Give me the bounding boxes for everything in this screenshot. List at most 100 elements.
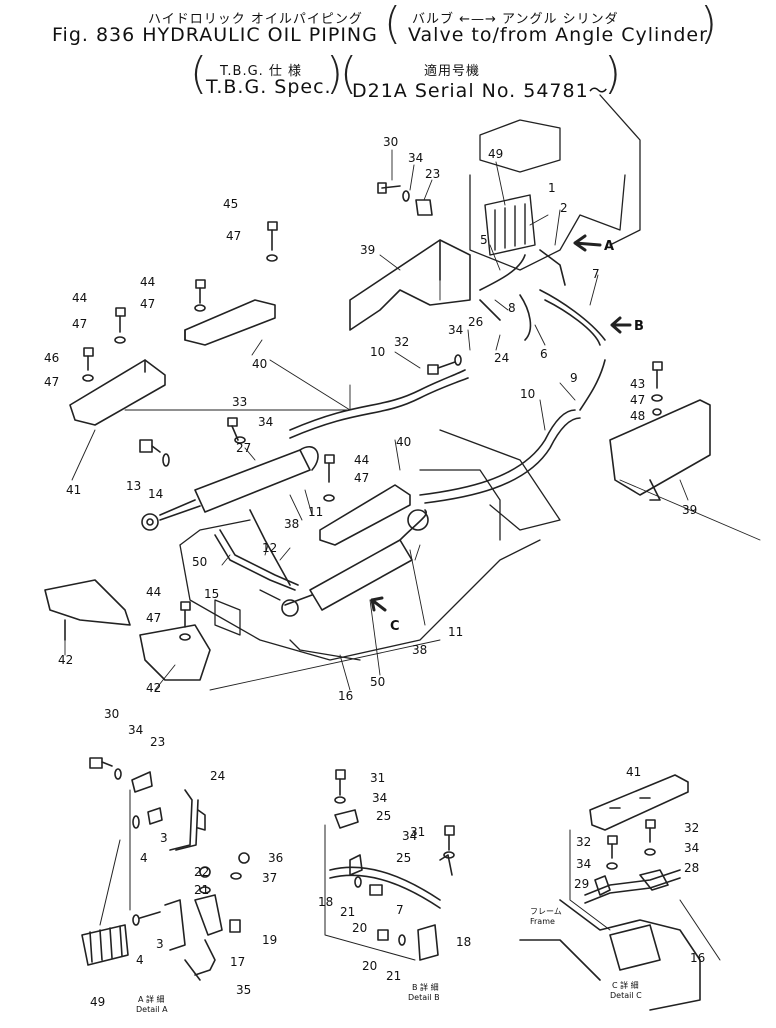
callout: 50 [370,675,385,689]
callout: 4 [140,851,148,865]
callout: 34 [128,723,143,737]
callout: 38 [412,643,427,657]
serial-japanese: 適用号機 [424,64,481,79]
arrow-c [370,596,387,612]
bracket-close: ) [700,0,718,49]
callout: 5 [480,233,488,247]
serial-range: D21A Serial No. 54781～ [352,80,609,102]
callout: 24 [494,351,509,365]
callout: 21 [194,883,209,897]
callout: 9 [570,371,578,385]
bracket-open: ( [190,48,208,99]
callout: 43 [630,377,645,391]
callout: 47 [140,297,155,311]
callout: 28 [684,861,699,875]
guard-40 [184,299,276,346]
callout: 15 [204,587,219,601]
bolt-43 [651,361,663,416]
detail-a-drawing [81,757,250,981]
bracket-open: ( [384,0,402,49]
view-label-b: B [634,319,644,334]
hose-10-right [419,409,576,496]
callout: 47 [226,229,241,243]
callout: 31 [410,825,425,839]
callout: 44 [146,585,161,599]
hose-10 [289,369,466,431]
callout: 39 [360,243,375,257]
arrow-b [610,316,632,334]
bracket-close: ) [326,48,344,99]
bracket-42 [44,579,131,626]
callout: 34 [372,791,387,805]
callout: 11 [308,505,323,519]
frame-outline [179,94,641,661]
callout-group-main: 30 34 23 49 1 2 5 7 39 8 45 47 44 47 44 … [44,135,697,703]
bolt-44c [323,454,335,502]
angle-cylinder-lower [281,509,429,617]
callout: 24 [210,769,225,783]
callout: 11 [448,625,463,639]
clamp-23 [415,199,433,216]
callout-group-detail-a: 30 34 23 24 3 4 22 21 36 37 19 3 4 17 35… [90,707,283,1014]
bolt-45 [266,221,278,262]
callout: 35 [236,983,251,997]
callout: 23 [150,735,165,749]
bracket-open: ( [340,48,358,99]
view-label-a: A [604,239,614,254]
callout: 25 [396,851,411,865]
callout: 44 [72,291,87,305]
callout: 16 [690,951,705,965]
callout: 39 [682,503,697,517]
callout: 40 [396,435,411,449]
callout: 34 [684,841,699,855]
pipe-12 [249,509,291,586]
detail-c-japanese: C 詳 細 [612,980,639,990]
japanese-subtitle: バルブ ←—→ アングル シリンダ [412,12,619,27]
bolt-44b [114,307,126,344]
callout: 1 [548,181,556,195]
control-valve [484,194,536,256]
bracket-41 [69,359,166,426]
callout: 10 [370,345,385,359]
detail-c-drawing [519,774,721,1011]
detail-a-japanese: A 詳 細 [138,994,165,1004]
callout: 20 [352,921,367,935]
callout: 38 [284,517,299,531]
bolt-44d [179,601,191,641]
callout: 7 [396,903,404,917]
callout: 42 [58,653,73,667]
detail-b-drawing [324,769,455,961]
callout: 40 [252,357,267,371]
guard-40-mid [319,484,411,546]
frame-label-japanese: フレーム [530,907,562,916]
callout: 22 [194,865,209,879]
callout: 45 [223,197,238,211]
callout: 47 [630,393,645,407]
hose-7 [539,289,606,341]
callout: 26 [468,315,483,329]
detail-b-caption: Detail B [408,993,440,1002]
callout: 14 [148,487,163,501]
callout: 7 [592,267,600,281]
callout: 32 [576,835,591,849]
arrow-a [573,234,602,252]
callout: 17 [230,955,245,969]
callout: 32 [684,821,699,835]
callout: 41 [66,483,81,497]
callout: 27 [236,441,251,455]
pipe-15 [214,534,296,591]
callout: 2 [560,201,568,215]
callout: 44 [354,453,369,467]
hose-9 [579,359,606,411]
tbg-japanese: T.B.G. 仕 様 [220,64,303,79]
callout: 6 [540,347,548,361]
callout: 41 [626,765,641,779]
plug-13 [139,439,170,467]
callout: 34 [258,415,273,429]
bolt-33 [227,417,246,444]
callout: 33 [232,395,247,409]
bolt-46 [82,347,94,382]
cover-plate-39-right [609,399,711,496]
callout: 16 [338,689,353,703]
pipe-5 [479,254,526,291]
